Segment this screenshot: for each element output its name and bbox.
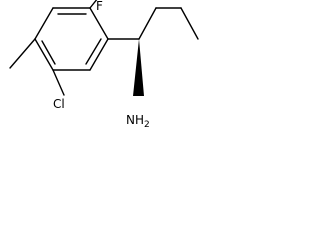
amine-label-nh: NH — [126, 113, 144, 127]
fluorine-label: F — [96, 0, 103, 13]
bond-c-methyl — [9, 38, 36, 69]
ring-double-bond-right — [85, 38, 102, 65]
ring-bond-bottom-right — [89, 38, 109, 71]
benzene-ring — [34, 7, 109, 71]
ring-double-bond-left — [41, 40, 56, 65]
chlorine-label: Cl — [53, 97, 65, 111]
ring-bond-bottom-left — [34, 38, 54, 71]
bond-chiral-ch — [138, 7, 157, 40]
ring-bond-top-right — [89, 7, 109, 40]
bond-ch-methyl-b — [180, 7, 199, 40]
amine-label-subscript: 2 — [144, 120, 150, 130]
ring-bond-top-left — [34, 7, 54, 40]
wedge-bond-nh2 — [133, 39, 144, 96]
bond-c-f — [89, 0, 98, 9]
bond-c-cl — [52, 69, 65, 96]
amine-label: NH2 — [126, 113, 150, 130]
molecule-structure: F Cl NH2 — [9, 0, 199, 130]
